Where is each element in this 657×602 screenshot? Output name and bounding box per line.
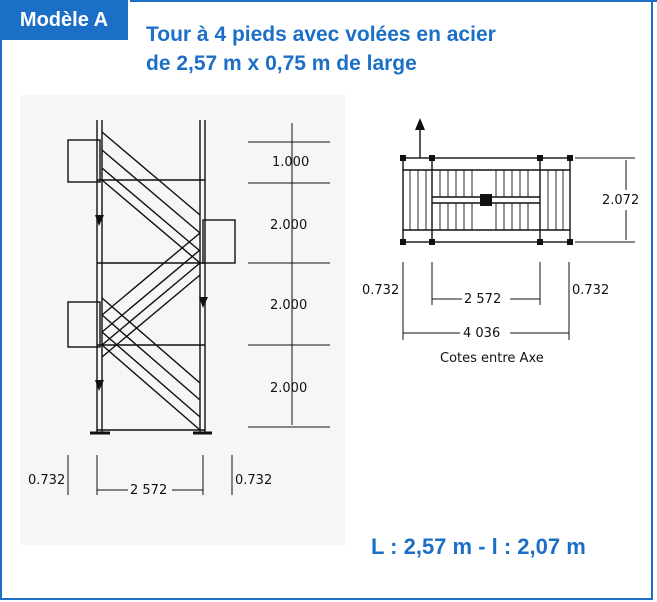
flight-1 [101,131,201,264]
dimensions-summary: L : 2,57 m - l : 2,07 m [371,534,586,559]
flight-2 [101,232,201,358]
plan-width-dimension [402,262,570,340]
plan-depth-label: 2.072 [602,193,639,208]
page-title: Tour à 4 pieds avec volées en acier de 2… [146,20,496,78]
height-label-2: 2.000 [270,218,307,233]
side-bottom-dimension [67,455,233,495]
plan-caption: Cotes entre Axe [440,351,544,366]
north-arrow-icon [415,118,425,130]
landing-rail-bottom-left [67,301,101,348]
title-line-1: Tour à 4 pieds avec volées en acier [146,23,496,46]
plan-outline [402,157,571,243]
side-height-dimension [248,123,330,428]
plan-view [402,125,571,243]
height-label-4: 2.000 [270,381,307,396]
top-border [130,0,657,2]
plan-left-label: 0.732 [362,283,399,298]
side-view-markers [95,215,208,391]
landing-rail-top-left [67,139,101,183]
title-line-2: de 2,57 m x 0,75 m de large [146,52,417,75]
drawing-paper [20,95,345,545]
side-view [67,120,236,435]
plan-treads [409,170,564,230]
plan-right-label: 0.732 [572,283,609,298]
landing-rail-right [202,219,236,264]
plan-depth-dimension [575,157,635,243]
side-mid-label: 2 572 [130,483,167,498]
height-label-1: 1.000 [272,155,309,170]
flight-3 [101,297,201,431]
height-label-3: 2.000 [270,298,307,313]
plan-total-label: 4 036 [463,326,500,341]
plan-markers [400,118,573,245]
plan-mid-label: 2 572 [464,292,501,307]
side-right-label: 0.732 [235,473,272,488]
model-badge: Modèle A [0,0,128,40]
side-left-label: 0.732 [28,473,65,488]
